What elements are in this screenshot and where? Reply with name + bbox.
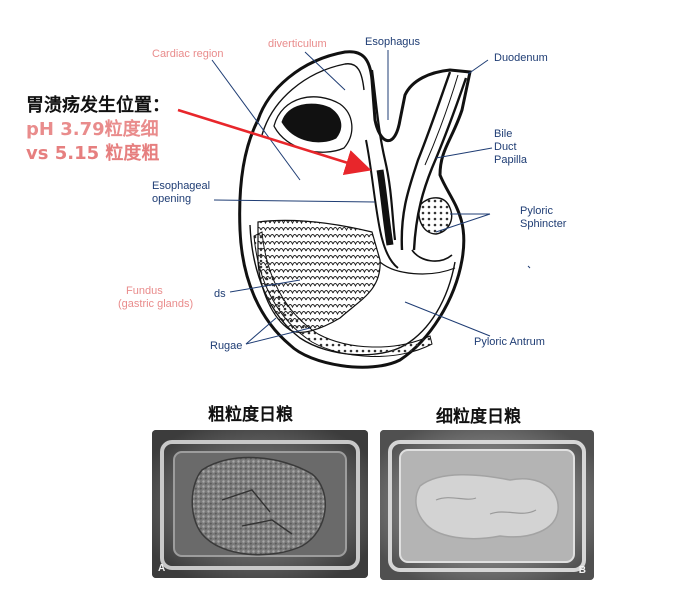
stomach-inner-wall — [261, 63, 365, 136]
photo-corner-a: A — [158, 563, 166, 574]
leader-lines — [211, 50, 531, 345]
photo-title-fine: 细粒度日粮 — [436, 407, 521, 427]
ulcer-location-arrow — [177, 108, 372, 175]
photo-corner-b: B — [578, 565, 586, 576]
coarse-feed-image — [152, 430, 368, 578]
label-pyloric-sphincter: Pyloric Sphincter — [520, 205, 567, 230]
label-esophagus: Esophagus — [365, 36, 421, 48]
diverticulum-pouch — [281, 103, 342, 143]
ph-fine-stat: pH 3.79粒度细 — [26, 119, 159, 140]
label-cardiac-region: Cardiac region — [152, 48, 224, 60]
photo-title-coarse: 粗粒度日粮 — [208, 405, 293, 425]
label-fundus: Fundus (gastric glands) — [118, 285, 194, 310]
rugae-area — [257, 219, 381, 333]
label-duodenum: Duodenum — [494, 52, 548, 64]
ph-coarse-stat: vs 5.15 粒度粗 — [26, 143, 160, 164]
label-esophageal-opening: Esophageal opening — [152, 180, 211, 205]
label-bile-duct-papilla: Bile Duct Papilla — [494, 128, 528, 166]
esophagus-tube — [370, 69, 397, 241]
fine-feed-image — [380, 430, 594, 580]
label-pyloric-antrum: Pyloric Antrum — [474, 336, 545, 348]
label-ds: ds — [214, 288, 226, 300]
gland-band — [253, 231, 433, 357]
pyloric-sphincter — [418, 197, 453, 235]
photo-fine-feed: B — [380, 430, 594, 580]
photo-coarse-feed: A — [152, 430, 368, 578]
duodenum-tube — [400, 71, 452, 251]
label-diverticulum: diverticulum — [268, 38, 327, 50]
label-rugae: Rugae — [210, 340, 243, 352]
ulcer-location-headline: 胃溃疡发生位置： — [26, 95, 170, 116]
